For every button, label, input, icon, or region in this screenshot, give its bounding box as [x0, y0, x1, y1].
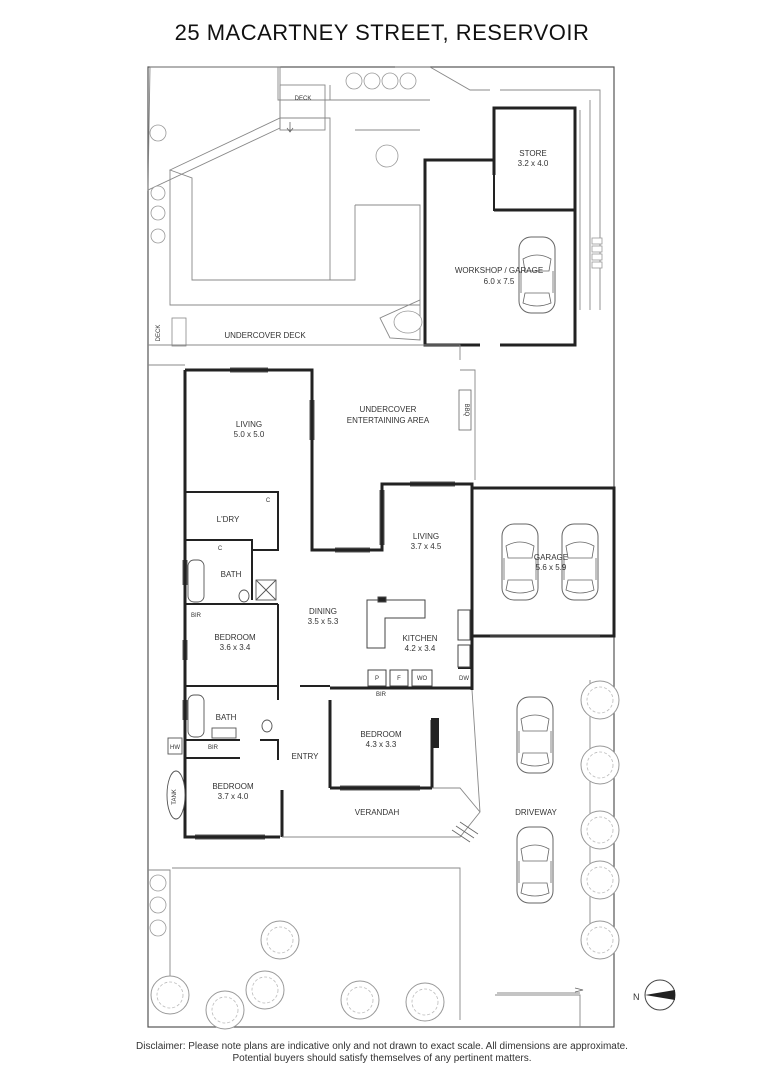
garage-label: GARAGE: [534, 553, 568, 562]
bedroom1-label: BEDROOM: [214, 633, 256, 642]
kitchen-dim: 4.2 x 3.4: [405, 644, 436, 653]
shrub-icon: [363, 72, 381, 90]
shrub-icon: [149, 124, 167, 142]
fridge-label: F: [397, 676, 401, 682]
bir2-label: BIR: [376, 692, 387, 698]
house-internal-walls: [185, 491, 472, 760]
plan-title: 25 MACARTNEY STREET, RESERVOIR: [174, 20, 590, 45]
bir3-label: BIR: [208, 745, 219, 751]
room-labels: STORE 3.2 x 4.0 WORKSHOP / GARAGE 6.0 x …: [170, 149, 568, 817]
car-icon: [518, 236, 556, 314]
deck-side: DECK: [156, 317, 187, 347]
garage-dim: 5.6 x 5.9: [536, 563, 567, 572]
living1-label: LIVING: [236, 420, 262, 429]
kitchen-label: KITCHEN: [402, 634, 437, 643]
bbq: BBQ: [458, 389, 472, 431]
shrub-icon: [150, 185, 166, 201]
kitchen-bench: [366, 596, 471, 687]
driveway-label: DRIVEWAY: [515, 808, 557, 817]
windows: [182, 367, 600, 840]
bbq-label: BBQ: [463, 404, 469, 417]
arrow-down-icon: [286, 122, 294, 133]
bedroom1-dim: 3.6 x 3.4: [220, 643, 251, 652]
bath1-label: BATH: [221, 570, 242, 579]
hot-water-label: HW: [170, 745, 180, 751]
bath2-label: BATH: [216, 713, 237, 722]
bedroom3-dim: 3.7 x 4.0: [218, 792, 249, 801]
workshop-building: [423, 106, 577, 347]
store-inner: [493, 108, 575, 211]
shrub-icon: [399, 72, 417, 90]
bir1-label: BIR: [191, 613, 202, 619]
car-icon: [501, 523, 539, 601]
bedroom2-dim: 4.3 x 3.3: [366, 740, 397, 749]
compass: N: [633, 979, 676, 1011]
entertaining-label-2: ENTERTAINING AREA: [347, 416, 430, 425]
car-icon: [516, 826, 554, 904]
shrub-icon: [381, 72, 399, 90]
cupboard-label: C: [266, 498, 271, 504]
pool-area: [147, 66, 601, 366]
store-dim: 3.2 x 4.0: [518, 159, 549, 168]
deck-side-label: DECK: [156, 325, 162, 342]
step-icon: [591, 237, 603, 245]
workshop-label: WORKSHOP / GARAGE: [455, 266, 543, 275]
bedroom3-label: BEDROOM: [212, 782, 254, 791]
shrub-icon: [375, 144, 399, 168]
workshop-dim: 6.0 x 7.5: [484, 277, 515, 286]
bedroom2-label: BEDROOM: [360, 730, 402, 739]
planter-icon: [393, 310, 423, 334]
verandah-label: VERANDAH: [355, 808, 400, 817]
store-label: STORE: [519, 149, 546, 158]
tank-label: TANK: [172, 789, 178, 805]
step-icon: [591, 261, 603, 269]
dining-label: DINING: [309, 607, 337, 616]
cupboard-label: C: [218, 546, 223, 552]
compass-label: N: [633, 992, 640, 1002]
disclaimer-line-1: Disclaimer: Please note plans are indica…: [136, 1041, 628, 1052]
disclaimer-line-2: Potential buyers should satisfy themselv…: [232, 1053, 532, 1064]
laundry-label: L'DRY: [217, 515, 240, 524]
living2-label: LIVING: [413, 532, 439, 541]
entertaining-label-1: UNDERCOVER: [360, 405, 417, 414]
entry-steps: [451, 821, 479, 843]
deck-top-label: DECK: [295, 96, 312, 102]
disclaimer: Disclaimer: Please note plans are indica…: [0, 1041, 764, 1065]
entertaining-outline: [312, 344, 476, 480]
living1-dim: 5.0 x 5.0: [234, 430, 265, 439]
step-icon: [591, 253, 603, 261]
shrub-icon: [150, 228, 166, 244]
living2-dim: 3.7 x 4.5: [411, 542, 442, 551]
bath-fixtures: [166, 559, 277, 820]
north-arrow-icon: [645, 990, 675, 1000]
car-icon: [516, 696, 554, 774]
undercover-deck-label: UNDERCOVER DECK: [224, 331, 306, 340]
step-icon: [591, 245, 603, 253]
wall-oven-label: WO: [417, 676, 428, 682]
verandah-outline: [282, 689, 481, 838]
pantry-label: P: [375, 676, 379, 682]
dw-label: DW: [459, 676, 469, 682]
entry-label: ENTRY: [292, 752, 320, 761]
car-icon: [561, 523, 599, 601]
deck-top: DECK: [279, 84, 326, 133]
dining-dim: 3.5 x 5.3: [308, 617, 339, 626]
shrub-icon: [345, 72, 363, 90]
fireplace-icon: [431, 718, 439, 748]
shrub-icon: [150, 205, 166, 221]
